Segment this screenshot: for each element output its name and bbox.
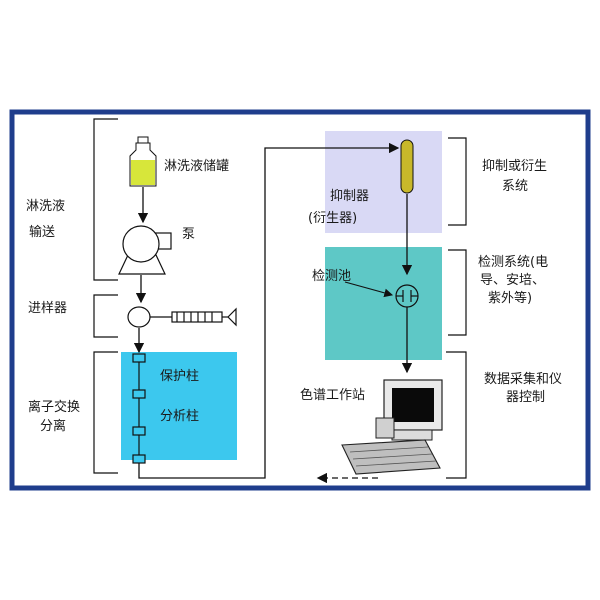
flow-loop-line (138, 142, 400, 479)
detector-panel (325, 247, 442, 360)
outer-frame (9, 109, 591, 491)
bottle-icon (129, 136, 157, 187)
ion-exchange-label-2: 分离 (40, 418, 66, 434)
suppression-system-label-1: 抑制或衍生 (482, 159, 547, 174)
right-brackets (446, 137, 467, 479)
detection-system-label-2: 导、安培、 (480, 272, 545, 288)
eluent-tank-label: 淋洗液储罐 (164, 159, 229, 174)
guard-column-label: 保护柱 (160, 369, 199, 384)
pump-label: 泵 (182, 227, 195, 242)
flow-lines-left (133, 187, 149, 354)
injector-valve-icon (127, 306, 151, 328)
data-control-label-1: 数据采集和仪 (484, 371, 562, 387)
suppressor-tube-icon (400, 139, 414, 194)
detector-pointer (344, 281, 394, 298)
suppressor-label-2: (衍生器) (308, 211, 357, 226)
suppressor-label-1: 抑制器 (330, 189, 369, 204)
eluent-delivery-label-1: 淋洗液 (26, 199, 65, 214)
syringe-icon (150, 307, 237, 327)
ion-exchange-label-1: 离子交换 (28, 399, 80, 415)
analytical-column-label: 分析柱 (160, 409, 199, 424)
suppression-system-label-2: 系统 (502, 179, 528, 194)
pump-icon (118, 225, 172, 275)
data-control-label-2: 器控制 (506, 390, 545, 405)
workstation-label: 色谱工作站 (300, 387, 365, 403)
column-assembly (132, 353, 146, 464)
left-brackets (93, 118, 118, 474)
column-panel (121, 352, 237, 460)
keyboard-icon (341, 439, 441, 475)
detection-system-label-1: 检测系统(电 (478, 255, 548, 270)
detector-cell-label: 检测池 (312, 269, 351, 284)
injector-label: 进样器 (28, 301, 67, 316)
detection-system-label-3: 紫外等) (488, 290, 532, 306)
eluent-delivery-label-2: 输送 (29, 224, 55, 240)
computer-icon (375, 379, 443, 441)
detector-cell-icon (395, 284, 419, 308)
